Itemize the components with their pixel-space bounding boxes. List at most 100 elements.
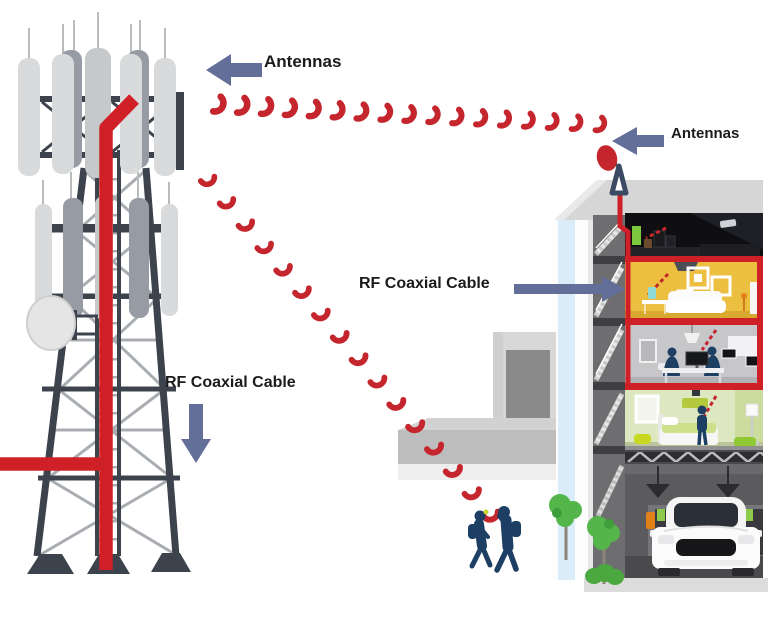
signal-wave [592, 114, 608, 134]
signal-wave [310, 307, 331, 322]
bush [585, 564, 624, 585]
signal-wave [209, 93, 227, 115]
monitor [685, 351, 709, 366]
label-building-antennas: Antennas [671, 125, 740, 142]
antenna-panel [35, 204, 52, 316]
windshield [674, 503, 738, 527]
arrow-tower-cable [181, 404, 211, 463]
rooftop-antenna [596, 145, 629, 196]
bumper [664, 560, 748, 566]
person-walking [494, 506, 521, 573]
arrow-building-antennas [612, 127, 664, 155]
signal-wave [292, 285, 312, 299]
exit-sign [745, 509, 753, 521]
signal-wave [257, 96, 275, 118]
signal-wave [496, 109, 513, 129]
truss-beam [625, 450, 768, 464]
facade-shading [588, 220, 593, 580]
speaker [665, 235, 676, 248]
signal-wave [329, 100, 346, 121]
garage-lamp [646, 484, 670, 498]
pedestrians [468, 506, 521, 573]
signal-wave [254, 240, 274, 255]
person-walking [468, 509, 493, 569]
signal-wave [281, 97, 299, 119]
signal-wave [425, 105, 441, 126]
antenna-mast [609, 163, 629, 196]
signal-wave [401, 104, 417, 124]
ceiling-mount [692, 390, 700, 396]
label-tower-antennas: Antennas [264, 52, 342, 71]
antenna-panel [63, 198, 83, 318]
rf-cable-tower-line [0, 94, 139, 570]
backpack [511, 521, 521, 537]
signal-wave [353, 101, 370, 122]
signal-wave [386, 396, 407, 411]
signal-wave [449, 106, 465, 127]
signal-wave [568, 113, 584, 133]
building-roof [552, 180, 768, 222]
signal-wave [461, 486, 482, 501]
signal-wave [520, 110, 536, 130]
antenna-panel [52, 54, 74, 174]
garage [625, 464, 768, 578]
floor-slab [625, 446, 768, 452]
light-beam [690, 213, 768, 252]
desk [662, 368, 724, 373]
living-room-floor [625, 311, 768, 320]
media-console [628, 247, 740, 256]
roof-edge [552, 180, 607, 222]
building [552, 145, 768, 580]
sofa [664, 300, 726, 313]
label-tower-cable: RF Coaxial Cable [165, 374, 296, 391]
speaker [653, 230, 666, 248]
headlight [738, 535, 754, 544]
wheel [658, 568, 680, 576]
pendant-lamp [684, 333, 700, 343]
annotation-arrows [181, 54, 664, 463]
rf-cable-building-line [617, 170, 768, 390]
living-room [625, 262, 768, 320]
antenna-dish [596, 145, 618, 171]
media-console [700, 244, 760, 256]
floor-lamp [745, 403, 759, 417]
small-building [398, 332, 556, 480]
signal-wave [348, 352, 369, 367]
person-sitting [667, 347, 677, 357]
signal-wave [273, 263, 293, 277]
signal-wave [305, 98, 322, 120]
signal-wave [216, 196, 237, 210]
antenna-rods [28, 12, 166, 60]
pouf [734, 437, 756, 447]
wall-frame [639, 339, 657, 363]
mobile-phone [483, 509, 489, 515]
window [634, 394, 660, 424]
person-standing [697, 415, 707, 432]
signal-wave [405, 419, 426, 434]
warm-light [646, 512, 655, 529]
building-right-edge [763, 180, 768, 580]
frame-inner [694, 274, 702, 282]
bedroom [625, 390, 768, 448]
antenna-panel [18, 58, 40, 176]
grille [676, 539, 736, 556]
cell-tower [0, 12, 191, 574]
antenna-panel [129, 198, 149, 318]
signal-wave [442, 463, 463, 478]
signal-wave [235, 218, 256, 232]
headlight [658, 535, 674, 544]
backpack [468, 524, 477, 539]
glowing-screen [632, 226, 641, 245]
antenna-panel [161, 204, 178, 316]
arrow-tower-antennas [206, 54, 262, 86]
signal-wave [377, 102, 394, 123]
label-building-cable: RF Coaxial Cable [359, 275, 490, 292]
office-room [625, 325, 768, 385]
trees [549, 494, 624, 585]
antenna-panel [120, 54, 142, 174]
signal-wave [544, 111, 560, 131]
person-sitting [707, 346, 717, 356]
signal-waves-horizontal [209, 93, 608, 134]
